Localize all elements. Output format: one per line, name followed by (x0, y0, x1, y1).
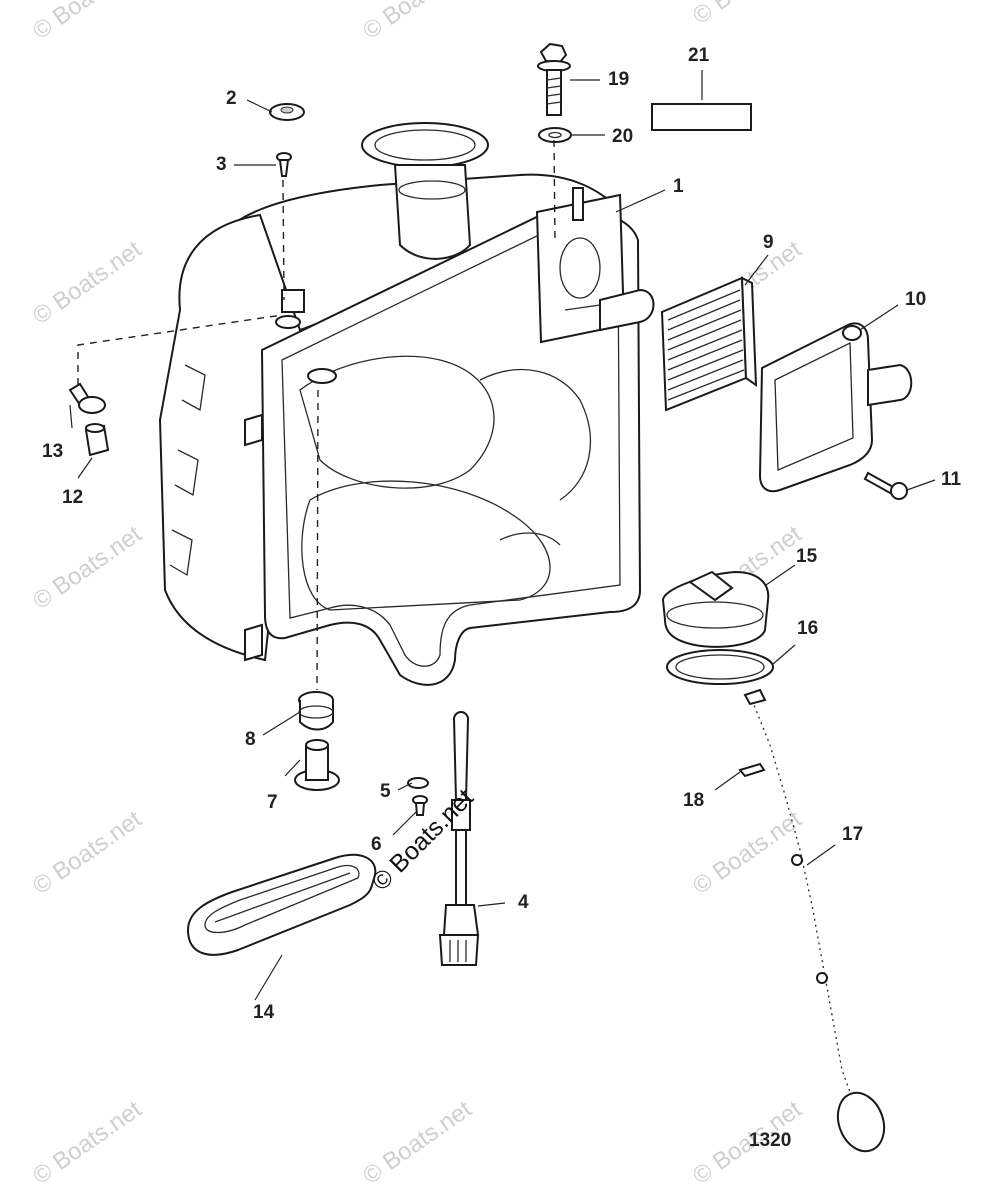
callout-7: 7 (267, 792, 278, 813)
watermark: © Boats.net (28, 235, 147, 329)
leader-lines (69, 70, 936, 1001)
callout-12: 12 (62, 487, 83, 508)
callout-16: 16 (797, 618, 818, 639)
clip-icon (738, 762, 766, 778)
watermark: © Boats.net (358, 0, 477, 45)
grommet-icon (298, 691, 334, 731)
watermark: © Boats.net (28, 805, 147, 899)
screw-head-icon (269, 103, 305, 121)
callout-13: 13 (42, 441, 63, 462)
callout-19: 19 (608, 69, 629, 90)
guide-lines (77, 139, 556, 691)
watermark: © Boats.net (28, 1095, 147, 1189)
callout-1: 1 (673, 176, 684, 197)
sleeve-icon (294, 739, 340, 791)
cap-icon (661, 570, 770, 648)
clamp-icon (68, 382, 106, 414)
callout-20: 20 (612, 126, 633, 147)
callout-21: 21 (688, 45, 710, 66)
cover-icon (758, 322, 913, 493)
figure-id: 1320 (749, 1130, 791, 1151)
hose-icon (84, 423, 110, 457)
dipstick-icon (438, 711, 480, 966)
callout-18: 18 (683, 790, 704, 811)
callout-5: 5 (380, 781, 391, 802)
filter-icon (660, 276, 758, 412)
watermark: © Boats.net (688, 0, 807, 30)
callout-17: 17 (842, 824, 863, 845)
callout-8: 8 (245, 729, 256, 750)
callout-14: 14 (253, 1002, 275, 1023)
chain-icon (743, 688, 886, 1153)
seal-icon (666, 649, 774, 685)
watermark: © Boats.net (28, 520, 147, 614)
callout-10: 10 (905, 289, 926, 310)
callout-9: 9 (763, 232, 774, 253)
washer-icon (538, 127, 572, 143)
callout-2: 2 (226, 88, 237, 109)
screw-icon (276, 152, 292, 177)
watermark: © Boats.net (28, 0, 147, 45)
watermark: © Boats.net (688, 805, 807, 899)
watermark: © Boats.net (358, 1095, 477, 1189)
bolt-icon (863, 471, 908, 500)
decal-icon (651, 103, 752, 131)
callout-11: 11 (941, 469, 962, 490)
callout-3: 3 (216, 154, 227, 175)
callout-labels: 1 2 3 4 5 6 7 8 9 10 11 12 13 14 15 16 1… (42, 45, 962, 1151)
bolt-icon (537, 42, 571, 116)
callout-4: 4 (518, 892, 529, 913)
tray-icon (186, 853, 377, 956)
screw-icon (412, 795, 428, 816)
callout-6: 6 (371, 834, 382, 855)
washer-icon (407, 777, 429, 789)
callout-15: 15 (796, 546, 818, 567)
oil-tank-icon (158, 122, 655, 686)
